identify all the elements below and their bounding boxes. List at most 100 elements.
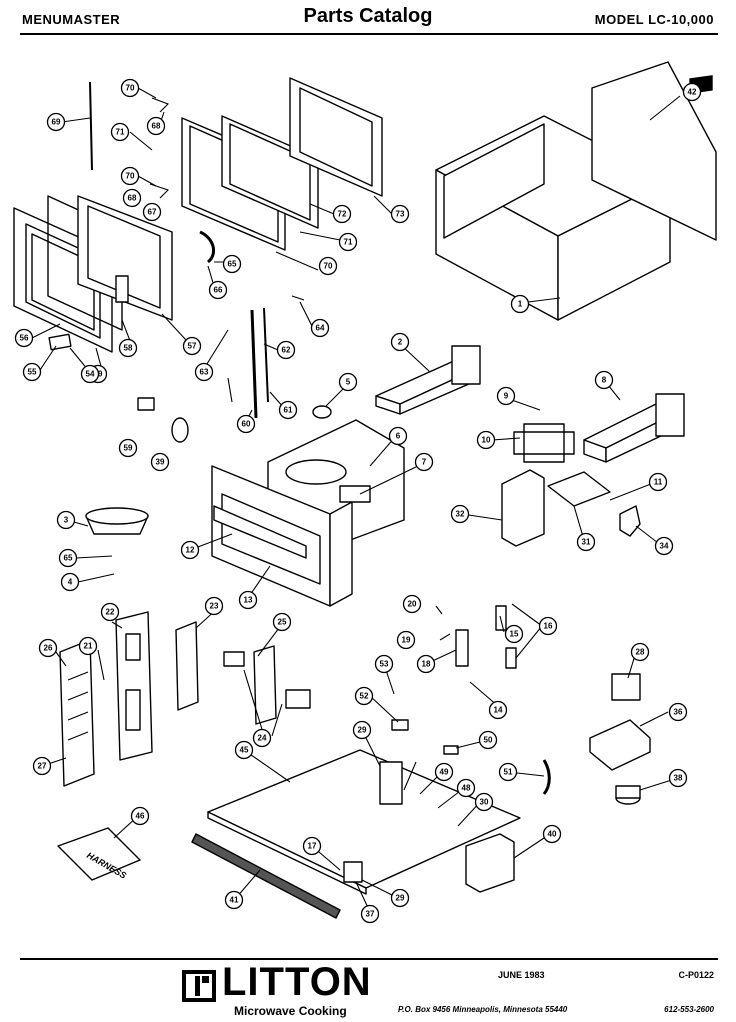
logo-subtitle: Microwave Cooking bbox=[234, 1004, 347, 1018]
svg-text:55: 55 bbox=[28, 368, 37, 377]
svg-text:5: 5 bbox=[346, 378, 351, 387]
part-drawings: HARNESS bbox=[13, 61, 717, 919]
footer-rule bbox=[20, 958, 718, 960]
svg-text:48: 48 bbox=[462, 784, 471, 793]
callout-30: 30 bbox=[474, 792, 494, 812]
svg-text:73: 73 bbox=[396, 210, 405, 219]
svg-text:46: 46 bbox=[136, 812, 145, 821]
svg-text:32: 32 bbox=[456, 510, 465, 519]
callout-69: 70 bbox=[120, 78, 140, 98]
callout-24: 24 bbox=[252, 728, 272, 748]
callout-45: 45 bbox=[234, 740, 254, 760]
callout-72: 72 bbox=[332, 204, 352, 224]
callout-56: 57 bbox=[182, 336, 202, 356]
callout-19: 19 bbox=[396, 630, 416, 650]
callout-67-top: 68 bbox=[146, 116, 166, 136]
svg-text:34: 34 bbox=[660, 542, 669, 551]
svg-text:17: 17 bbox=[308, 842, 317, 851]
svg-text:41: 41 bbox=[230, 896, 239, 905]
callout-21: 21 bbox=[78, 636, 98, 656]
svg-text:70: 70 bbox=[324, 262, 333, 271]
callout-47: 48 bbox=[456, 778, 476, 798]
callout-9: 9 bbox=[496, 386, 516, 406]
svg-text:27: 27 bbox=[38, 762, 47, 771]
company-phone: 612-553-2600 bbox=[664, 1005, 714, 1014]
company-address: P.O. Box 9456 Minneapolis, Minnesota 554… bbox=[398, 1005, 568, 1014]
callout-20: 20 bbox=[402, 594, 422, 614]
svg-text:62: 62 bbox=[282, 346, 291, 355]
svg-text:37: 37 bbox=[366, 910, 375, 919]
svg-text:13: 13 bbox=[244, 596, 253, 605]
callout-40: 40 bbox=[542, 824, 562, 844]
page-header: MENUMASTER Parts Catalog MODEL LC-10,000 bbox=[0, 0, 736, 36]
svg-text:7: 7 bbox=[422, 458, 427, 467]
svg-text:28: 28 bbox=[636, 648, 645, 657]
callout-55: 56 bbox=[14, 328, 34, 348]
brand-name: MENUMASTER bbox=[22, 12, 121, 27]
callout-7: 7 bbox=[414, 452, 434, 472]
svg-text:36: 36 bbox=[674, 708, 683, 717]
callout-26: 26 bbox=[38, 638, 58, 658]
svg-text:50: 50 bbox=[484, 736, 493, 745]
svg-text:68: 68 bbox=[152, 122, 161, 131]
callout-15: 15 bbox=[504, 624, 524, 644]
callout-25: 25 bbox=[272, 612, 292, 632]
callout-3: 3 bbox=[56, 510, 76, 530]
catalog-date: JUNE 1983 bbox=[498, 970, 545, 980]
callout-1: 1 bbox=[510, 294, 530, 314]
svg-text:26: 26 bbox=[44, 644, 53, 653]
svg-text:68: 68 bbox=[128, 194, 137, 203]
callout-36: 36 bbox=[668, 702, 688, 722]
page-title: Parts Catalog bbox=[303, 5, 433, 27]
callout-14: 14 bbox=[488, 700, 508, 720]
callout-53: 54 bbox=[80, 364, 100, 384]
svg-text:23: 23 bbox=[210, 602, 219, 611]
svg-text:65: 65 bbox=[228, 260, 237, 269]
svg-text:51: 51 bbox=[504, 768, 513, 777]
svg-text:18: 18 bbox=[422, 660, 431, 669]
svg-text:66: 66 bbox=[214, 286, 223, 295]
callout-59: 60 bbox=[236, 414, 256, 434]
svg-text:52: 52 bbox=[360, 692, 369, 701]
svg-text:14: 14 bbox=[494, 706, 503, 715]
callout-32: 32 bbox=[450, 504, 470, 524]
model-number: MODEL LC-10,000 bbox=[594, 12, 714, 27]
svg-text:61: 61 bbox=[284, 406, 293, 415]
svg-text:12: 12 bbox=[186, 546, 195, 555]
callout-46: 46 bbox=[130, 806, 150, 826]
callout-64-b: 65 bbox=[58, 548, 78, 568]
callout-16: 16 bbox=[538, 616, 558, 636]
svg-text:63: 63 bbox=[200, 368, 209, 377]
callout-67: 68 bbox=[122, 188, 142, 208]
svg-text:54: 54 bbox=[86, 370, 95, 379]
svg-text:22: 22 bbox=[106, 608, 115, 617]
callout-22: 22 bbox=[100, 602, 120, 622]
svg-text:57: 57 bbox=[188, 342, 197, 351]
callout-58-b: 59 bbox=[118, 438, 138, 458]
svg-text:31: 31 bbox=[582, 538, 591, 547]
callout-70-b: 70 bbox=[318, 256, 338, 276]
svg-text:69: 69 bbox=[52, 118, 61, 127]
svg-text:56: 56 bbox=[20, 334, 29, 343]
svg-text:30: 30 bbox=[480, 798, 489, 807]
svg-text:72: 72 bbox=[338, 210, 347, 219]
callout-65: 66 bbox=[208, 280, 228, 300]
litton-logo-mark-icon bbox=[182, 970, 216, 1002]
callout-28: 28 bbox=[630, 642, 650, 662]
callout-41: 41 bbox=[224, 890, 244, 910]
callout-42: 42 bbox=[682, 82, 702, 102]
svg-text:49: 49 bbox=[440, 768, 449, 777]
svg-text:42: 42 bbox=[688, 88, 697, 97]
callout-60: 61 bbox=[278, 400, 298, 420]
svg-text:53: 53 bbox=[380, 660, 389, 669]
callout-54: 55 bbox=[22, 362, 42, 382]
callout-2: 2 bbox=[390, 332, 410, 352]
svg-text:58: 58 bbox=[124, 344, 133, 353]
svg-text:65: 65 bbox=[64, 554, 73, 563]
callout-70: 71 bbox=[110, 122, 130, 142]
svg-text:9: 9 bbox=[504, 392, 509, 401]
svg-text:11: 11 bbox=[654, 478, 663, 487]
callout-68: 69 bbox=[46, 112, 66, 132]
callout-27: 27 bbox=[32, 756, 52, 776]
callout-4: 4 bbox=[60, 572, 80, 592]
